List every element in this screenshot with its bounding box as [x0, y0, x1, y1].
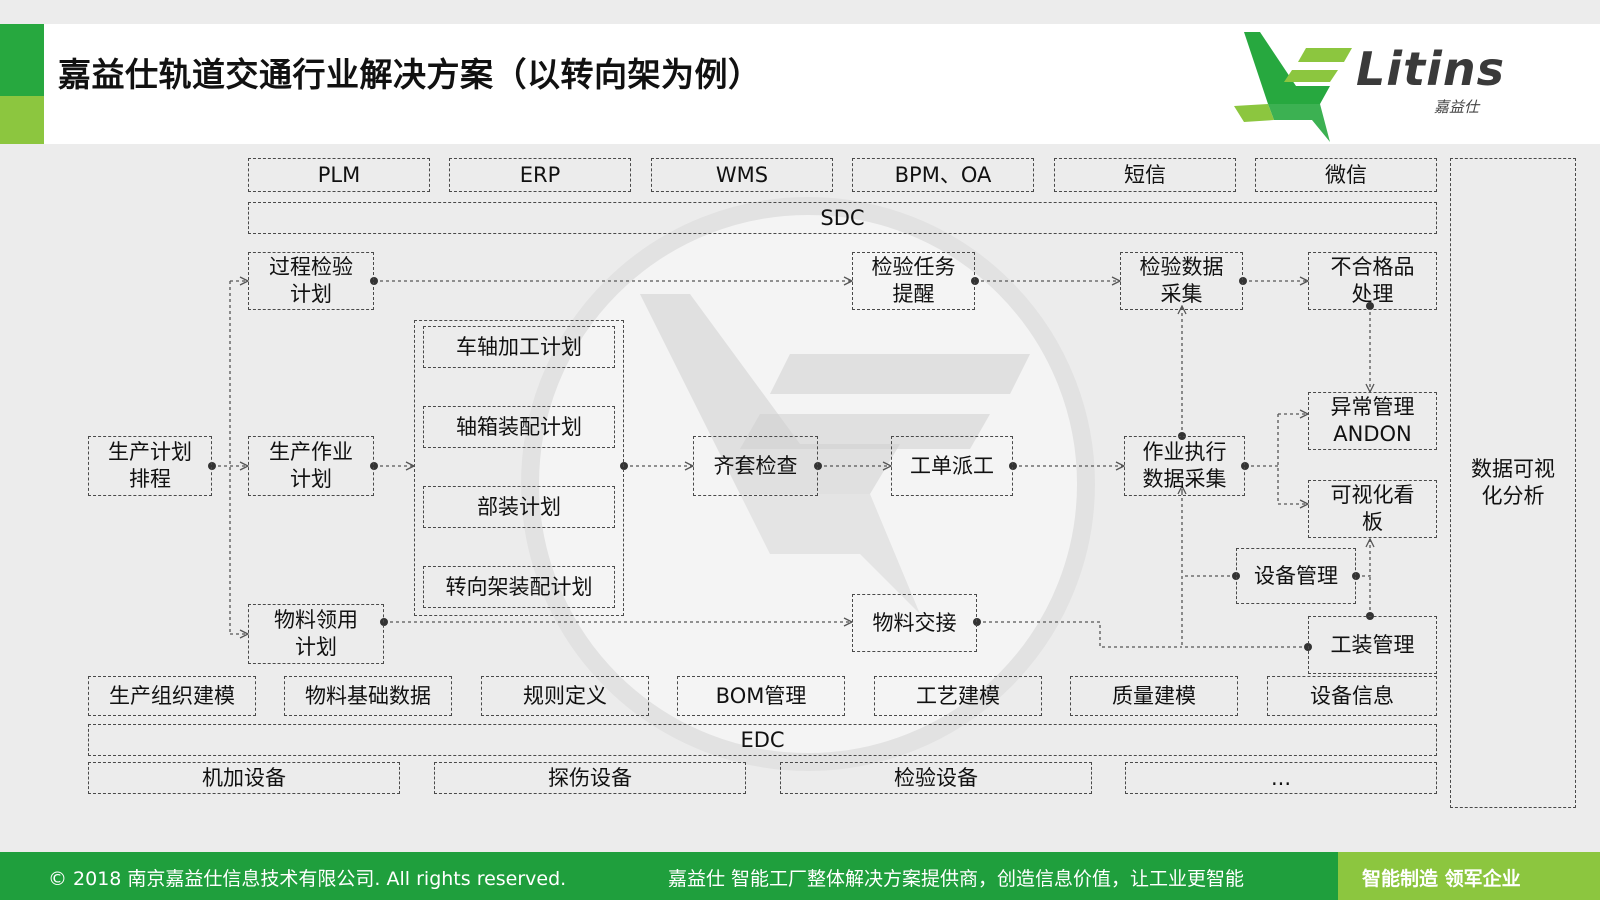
footer-copyright: © 2018 南京嘉益仕信息技术有限公司. All rights reserve…	[48, 868, 567, 890]
logo-wordmark: Litins	[1356, 42, 1505, 96]
axlebox-assembly-plan: 轴箱装配计划	[423, 406, 615, 448]
page-title: 嘉益仕轨道交通行业解决方案（以转向架为例）	[58, 55, 762, 94]
footer: © 2018 南京嘉益仕信息技术有限公司. All rights reserve…	[0, 852, 1600, 900]
kit-check: 齐套检查	[693, 436, 818, 496]
footer-tagline: 智能制造 领军企业	[1362, 868, 1521, 890]
system-erp: ERP	[449, 158, 631, 192]
system-plm: PLM	[248, 158, 430, 192]
exception-management-andon: 异常管理ANDON	[1308, 392, 1437, 450]
execution-data-collection: 作业执行数据采集	[1124, 436, 1245, 496]
material-handover: 物料交接	[852, 594, 977, 652]
device-more: ...	[1125, 762, 1437, 794]
base-data-bom: BOM管理	[677, 676, 845, 716]
production-work-plan: 生产作业计划	[248, 436, 374, 496]
system-wms: WMS	[651, 158, 833, 192]
inspection-task-reminder: 检验任务提醒	[852, 252, 975, 310]
connector-lines	[208, 144, 1600, 651]
system-bpm-oa: BPM、OA	[852, 158, 1034, 192]
bogie-assembly-plan: 转向架装配计划	[423, 566, 615, 608]
footer-slogan: 嘉益仕 智能工厂整体解决方案提供商，创造信息价值，让工业更智能	[668, 868, 1245, 890]
nonconforming-product-handling: 不合格品处理	[1308, 252, 1437, 310]
visual-board: 可视化看板	[1308, 480, 1437, 538]
production-planning-scheduling: 生产计划排程	[88, 436, 212, 496]
solution-diagram: PLM ERP WMS BPM、OA 短信 微信 SDC 数据可视化分析 过程检…	[0, 144, 1600, 852]
subassembly-plan: 部装计划	[423, 486, 615, 528]
base-data-material: 物料基础数据	[284, 676, 452, 716]
base-data-org-modeling: 生产组织建模	[88, 676, 256, 716]
data-visualization-analysis: 数据可视化分析	[1450, 158, 1576, 808]
device-flaw-detection: 探伤设备	[434, 762, 746, 794]
device-inspection: 检验设备	[780, 762, 1092, 794]
equipment-management: 设备管理	[1236, 548, 1356, 604]
header	[0, 24, 1600, 144]
watermark-logo-icon	[521, 197, 1095, 771]
logo-mark-icon	[1234, 32, 1352, 142]
device-machining: 机加设备	[88, 762, 400, 794]
base-data-equipment-info: 设备信息	[1267, 676, 1437, 716]
system-wechat: 微信	[1255, 158, 1437, 192]
base-data-process-modeling: 工艺建模	[874, 676, 1042, 716]
company-logo: Litins 嘉益仕	[1234, 24, 1564, 148]
axle-machining-plan: 车轴加工计划	[423, 326, 615, 368]
tooling-management: 工装管理	[1308, 616, 1437, 674]
footer-tagline-block: 智能制造 领军企业	[1338, 852, 1600, 900]
material-requisition-plan: 物料领用计划	[248, 604, 384, 664]
header-accent-bar-light	[0, 96, 44, 144]
base-data-rules: 规则定义	[481, 676, 649, 716]
edc-layer: EDC	[88, 724, 1437, 756]
work-order-dispatch: 工单派工	[891, 436, 1013, 496]
sdc-layer: SDC	[248, 202, 1437, 234]
process-inspection-plan: 过程检验计划	[248, 252, 374, 310]
system-sms: 短信	[1054, 158, 1236, 192]
sub-plan-group	[414, 320, 624, 616]
base-data-quality-modeling: 质量建模	[1070, 676, 1238, 716]
header-accent-bar-dark	[0, 24, 44, 96]
logo-subtext: 嘉益仕	[1434, 98, 1480, 116]
inspection-data-collection: 检验数据采集	[1120, 252, 1243, 310]
